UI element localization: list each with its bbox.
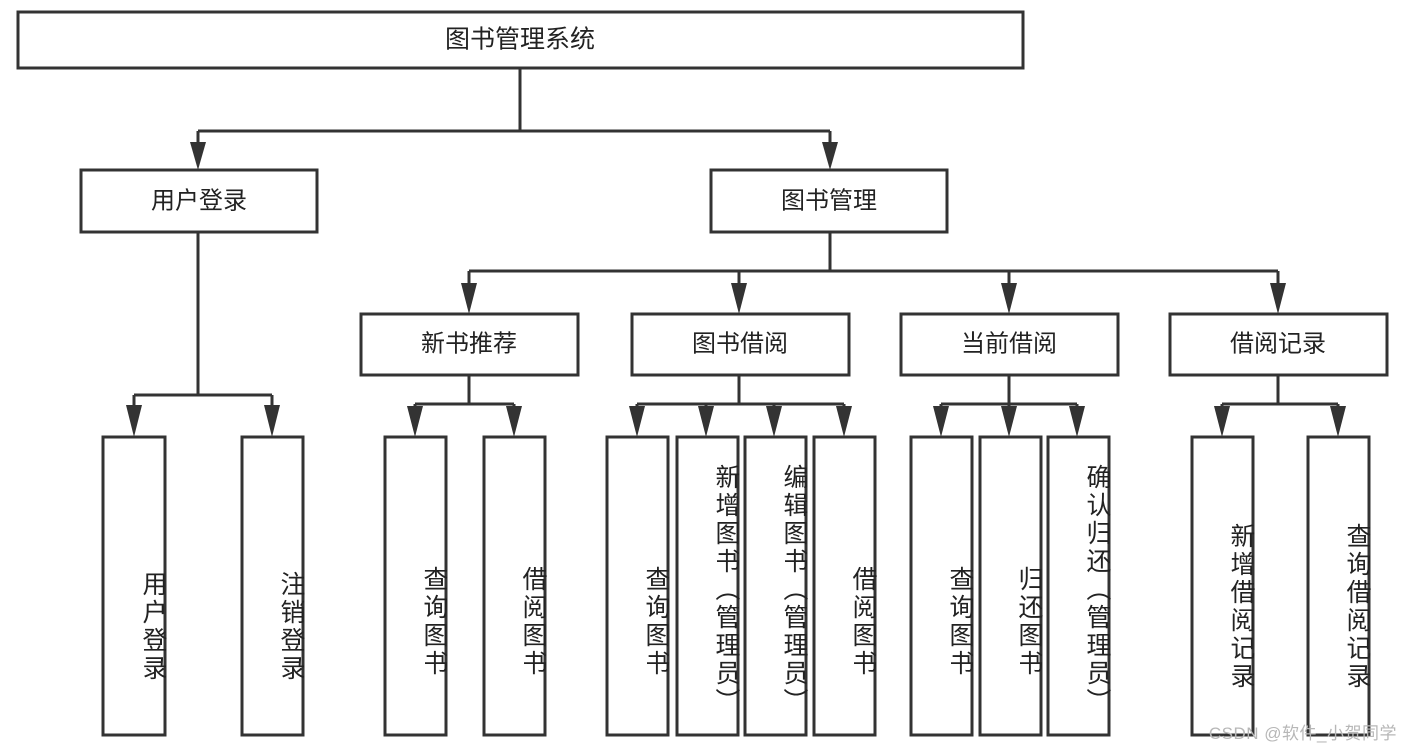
node-bookmgmt[interactable]: 图书管理	[709, 168, 949, 234]
arrow-head-leaf-query-book-new	[407, 406, 423, 437]
node-record-box[interactable]	[1168, 312, 1389, 377]
node-root[interactable]: 图书管理系统	[16, 10, 1025, 70]
node-borrow-box[interactable]	[630, 312, 851, 377]
leaf-box-borrow-book[interactable]	[812, 435, 877, 737]
node-bookmgmt-label: 图书管理	[781, 187, 877, 214]
leaf-box-query-book-new[interactable]	[383, 435, 448, 737]
arrow-head-leaf-confirm-return	[1069, 406, 1085, 437]
node-login-label: 用户登录	[151, 187, 247, 214]
arrow-head-leaf-add-book	[698, 406, 714, 437]
arrow-head-bookmgmt	[822, 142, 838, 170]
arrow-head-leaf-borrow-book-new	[506, 406, 522, 437]
csdn-watermark: CSDN @软件_小贺同学	[1208, 724, 1397, 743]
node-current-box[interactable]	[899, 312, 1120, 377]
leaf-boxes	[101, 435, 1371, 737]
arrow-head-leaf-user-logout	[264, 405, 280, 437]
node-borrow-label: 图书借阅	[692, 330, 788, 357]
node-newbook-label: 新书推荐	[421, 330, 517, 357]
arrow-head-leaf-add-record	[1214, 406, 1230, 437]
node-root-label: 图书管理系统	[445, 26, 595, 54]
leaf-box-user-login[interactable]	[101, 435, 167, 737]
arrow-head-leaf-return-book	[1001, 406, 1017, 437]
node-login[interactable]: 用户登录	[79, 168, 319, 234]
node-bookmgmt-box[interactable]	[709, 168, 949, 234]
arrow-head-leaf-edit-book	[766, 406, 782, 437]
arrow-head-leaf-query-record	[1330, 406, 1346, 437]
leaf-box-query-book-borrow[interactable]	[605, 435, 670, 737]
arrow-head-leaf-borrow-book	[836, 406, 852, 437]
arrow-head-login	[190, 142, 206, 170]
leaf-box-add-book[interactable]	[675, 435, 740, 737]
node-record-label: 借阅记录	[1230, 330, 1326, 357]
arrow-head-borrow	[731, 283, 747, 314]
arrow-head-leaf-query-book-borrow	[629, 406, 645, 437]
node-newbook-box[interactable]	[359, 312, 580, 377]
connectors	[126, 68, 1346, 437]
node-borrow[interactable]: 图书借阅	[630, 312, 851, 377]
node-current[interactable]: 当前借阅	[899, 312, 1120, 377]
arrow-head-leaf-user-login	[126, 405, 142, 437]
leaf-box-add-record[interactable]	[1190, 435, 1255, 737]
node-login-box[interactable]	[79, 168, 319, 234]
leaf-box-confirm-return[interactable]	[1046, 435, 1111, 737]
arrow-head-record	[1270, 283, 1286, 314]
leaf-box-query-record[interactable]	[1306, 435, 1371, 737]
arrow-head-current	[1001, 283, 1017, 314]
arrow-head-newbook	[461, 283, 477, 314]
leaf-box-edit-book[interactable]	[743, 435, 808, 737]
node-root-box[interactable]	[16, 10, 1025, 70]
leaf-box-user-logout[interactable]	[240, 435, 305, 737]
node-current-label: 当前借阅	[961, 330, 1057, 357]
leaf-box-return-book[interactable]	[978, 435, 1043, 737]
arrow-head-leaf-query-book-current	[933, 406, 949, 437]
leaf-box-borrow-book-new[interactable]	[482, 435, 547, 737]
node-record[interactable]: 借阅记录	[1168, 312, 1389, 377]
leaf-box-query-book-current[interactable]	[909, 435, 974, 737]
node-newbook[interactable]: 新书推荐	[359, 312, 580, 377]
